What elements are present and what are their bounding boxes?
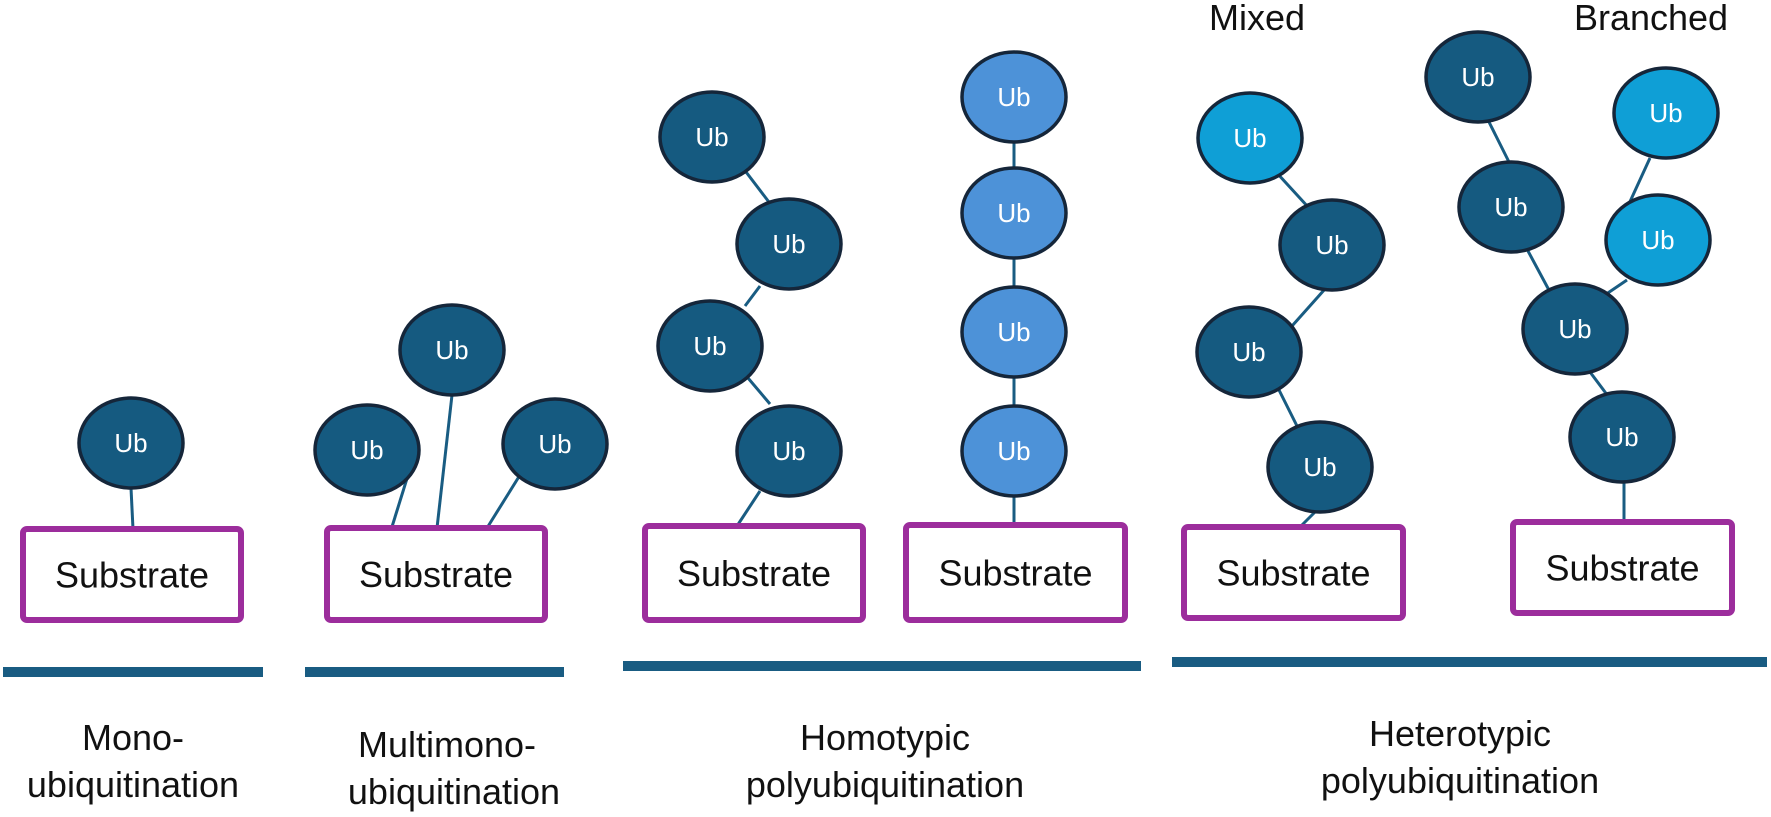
ubiquitin: Ub [735, 197, 843, 291]
substrate-label: Substrate [55, 555, 209, 596]
substrate-box: Substrate [1181, 524, 1406, 621]
ub-label: Ub [772, 229, 805, 259]
ub-label: Ub [1461, 62, 1494, 92]
ub-label: Ub [1649, 98, 1682, 128]
substrate-label: Substrate [938, 553, 1092, 594]
ub-linkage [743, 285, 762, 307]
ubiquitin: Ub [1266, 420, 1374, 514]
category-heterotypic-line1: Heterotypic [1369, 713, 1551, 754]
ub-label: Ub [772, 436, 805, 466]
ub-linkage [1588, 371, 1610, 397]
ubiquitin: Ub [1604, 193, 1712, 287]
substrate-box: Substrate [324, 525, 548, 623]
ub-label: Ub [1315, 230, 1348, 260]
ub-linkage [435, 394, 454, 529]
category-bar-mono [3, 667, 263, 677]
ubiquitin: Ub [1612, 66, 1720, 160]
ubiquitin: Ub [1521, 282, 1629, 376]
ubiquitin: Ub [960, 285, 1068, 379]
ubiquitin: Ub [960, 50, 1068, 144]
heading-branched: Branched [1574, 0, 1728, 38]
ub-label: Ub [693, 331, 726, 361]
ubiquitin: Ub [658, 90, 766, 184]
ub-linkage [1487, 121, 1511, 163]
category-multimono-line2: ubiquitination [348, 771, 560, 812]
ubiquitin: Ub [1195, 305, 1303, 399]
category-homotypic-line1: Homotypic [800, 717, 970, 758]
ub-label: Ub [1558, 314, 1591, 344]
ub-label: Ub [1232, 337, 1265, 367]
ub-linkage [1290, 288, 1327, 327]
ub-label: Ub [1641, 225, 1674, 255]
ub-label: Ub [538, 429, 571, 459]
substrate-label: Substrate [1216, 553, 1370, 594]
ubiquitin: Ub [1278, 198, 1386, 292]
ub-label: Ub [435, 335, 468, 365]
ub-label: Ub [1605, 422, 1638, 452]
ub-label: Ub [350, 435, 383, 465]
category-homotypic-line2: polyubiquitination [746, 764, 1024, 805]
category-heterotypic-line2: polyubiquitination [1321, 760, 1599, 801]
ub-linkage [1274, 170, 1311, 210]
substrate-box: Substrate [1510, 519, 1735, 616]
ubiquitin: Ub [960, 404, 1068, 498]
category-multimono-line1: Multimono- [358, 724, 536, 765]
ub-linkage [746, 377, 772, 405]
ub-linkage [1526, 250, 1552, 293]
ub-linkage [1626, 157, 1652, 207]
ub-label: Ub [997, 317, 1030, 347]
ubiquitin: Ub [501, 397, 609, 491]
ub-label: Ub [997, 82, 1030, 112]
linkages [129, 121, 1652, 532]
ubiquitin: Ub [77, 396, 185, 490]
ubiquitin: Ub [735, 404, 843, 498]
ub-label: Ub [114, 428, 147, 458]
substrate-box: Substrate [903, 522, 1128, 623]
category-mono-line1: Mono- [82, 717, 184, 758]
ub-label: Ub [997, 436, 1030, 466]
ub-label: Ub [1233, 123, 1266, 153]
ubiquitin: Ub [960, 166, 1068, 260]
ubiquitin: Ub [398, 303, 506, 397]
ubiquitin: Ub [1196, 91, 1304, 185]
substrate-label: Substrate [1545, 548, 1699, 589]
category-bar-heterotypic [1172, 657, 1767, 667]
substrates: Substrate Substrate Substrate Substrate Subs… [20, 519, 1735, 623]
ub-linkage [129, 487, 135, 530]
ub-label: Ub [695, 122, 728, 152]
heading-mixed: Mixed [1209, 0, 1305, 38]
substrate-label: Substrate [677, 553, 831, 594]
ub-linkage [1274, 383, 1300, 429]
ub-linkage [485, 474, 522, 529]
category-bar-multimono [305, 667, 564, 677]
ub-label: Ub [1494, 192, 1527, 222]
ubiquitin: Ub [1457, 160, 1565, 254]
ub-label: Ub [1303, 452, 1336, 482]
substrate-box: Substrate [642, 523, 866, 623]
ubiquitin: Ub [1424, 30, 1532, 124]
ubiquitin: Ub [656, 299, 764, 393]
substrate-box: Substrate [20, 526, 244, 623]
ub-linkage [735, 490, 762, 527]
category-mono-line2: ubiquitination [27, 764, 239, 805]
ub-label: Ub [997, 198, 1030, 228]
substrate-label: Substrate [359, 554, 513, 595]
ubiquitin: Ub [1568, 390, 1676, 484]
ubiquitin: Ub [313, 403, 421, 497]
category-bar-homotypic [623, 661, 1141, 671]
